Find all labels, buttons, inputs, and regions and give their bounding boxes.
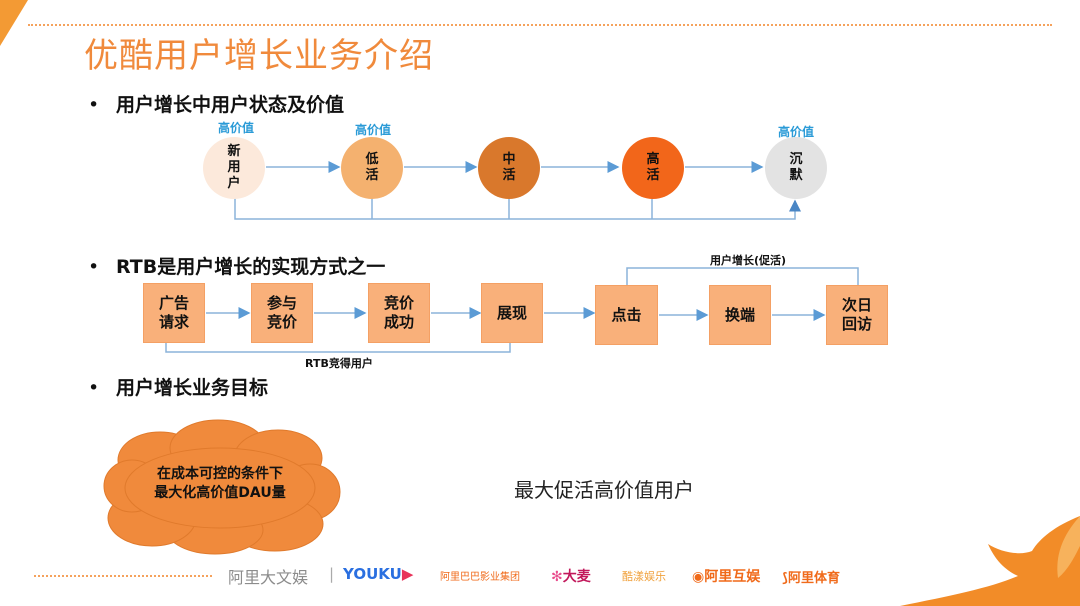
high-value-label-low: 高价值 <box>355 123 392 137</box>
ali-sports-logo-text: 阿里体育 <box>787 571 840 586</box>
step-next-day-return: 次日回访 <box>826 285 888 345</box>
damai-logo-text: 大麦 <box>562 569 591 585</box>
youku-logo: YOUKU▶ <box>343 565 413 583</box>
bullet-marker: • <box>88 377 100 399</box>
state-mid-active: 中活 <box>478 137 540 199</box>
arrow-all-to-silent <box>234 198 801 220</box>
bullet-goal-text: 用户增长业务目标 <box>116 377 269 399</box>
footer-divider <box>34 575 212 577</box>
youku-logo-text: YOUKU <box>343 565 402 583</box>
step-next-day-return-label: 次日回访 <box>841 296 872 333</box>
step-switch-device-label: 换端 <box>724 305 755 324</box>
corner-triangle-decoration <box>0 0 28 46</box>
step-ad-request: 广告请求 <box>143 283 205 343</box>
footer-brand: 阿里大文娱 <box>228 568 309 587</box>
bullet-rtb-text: RTB是用户增长的实现方式之一 <box>116 256 386 278</box>
ali-games-logo: ◉阿里互娱 <box>692 566 760 586</box>
ali-games-icon: ◉ <box>692 569 705 585</box>
growth-bracket-label: 用户增长(促活) <box>710 254 787 267</box>
state-low-active: 低活 <box>341 137 403 199</box>
step-bid-success-label: 竞价成功 <box>383 294 414 331</box>
goal-cloud-line2: 最大化高价值DAU量 <box>154 485 286 501</box>
bullet-user-state: • 用户增长中用户状态及价值 <box>88 90 344 117</box>
goal-cloud-text: 在成本可控的条件下 最大化高价值DAU量 <box>130 465 310 503</box>
step-bidding: 参与竞价 <box>251 283 313 343</box>
ali-games-logo-text: 阿里互娱 <box>704 569 761 585</box>
step-bid-success: 竞价成功 <box>368 283 430 343</box>
rtb-bracket <box>165 343 511 353</box>
alibaba-pictures-logo: 阿里巴巴影业集团 <box>440 572 520 583</box>
state-silent: 沉默 <box>765 137 827 199</box>
rtb-bracket-label: RTB竞得用户 <box>305 357 373 370</box>
title-divider <box>28 24 1052 26</box>
state-high-active: 高活 <box>622 137 684 199</box>
state-new-user-label: 新用户 <box>227 144 241 191</box>
fox-tail-decoration <box>900 516 1080 606</box>
high-value-label-silent: 高价值 <box>778 125 815 139</box>
ali-sports-logo: ⟆阿里体育 <box>782 567 840 586</box>
state-high-active-label: 高活 <box>646 152 660 183</box>
bullet-marker: • <box>88 256 100 278</box>
goal-cloud-line1: 在成本可控的条件下 <box>157 466 283 482</box>
state-low-active-label: 低活 <box>365 152 379 183</box>
bullet-rtb: • RTB是用户增长的实现方式之一 <box>88 252 385 279</box>
step-ad-request-label: 广告请求 <box>158 294 189 331</box>
high-value-label-new: 高价值 <box>218 121 255 135</box>
bullet-user-state-text: 用户增长中用户状态及价值 <box>116 94 345 116</box>
bullet-marker: • <box>88 94 100 116</box>
page-title: 优酷用户增长业务介绍 <box>84 36 434 76</box>
step-bidding-label: 参与竞价 <box>266 294 297 331</box>
damai-logo: ✻大麦 <box>551 566 591 586</box>
state-silent-label: 沉默 <box>789 152 803 183</box>
step-click-label: 点击 <box>611 305 642 324</box>
state-new-user: 新用户 <box>203 137 265 199</box>
step-impression: 展现 <box>481 283 543 343</box>
damai-flower-icon: ✻ <box>551 569 563 585</box>
step-click: 点击 <box>595 285 658 345</box>
bullet-goal: • 用户增长业务目标 <box>88 373 268 400</box>
goal-cloud <box>103 419 341 555</box>
step-impression-label: 展现 <box>496 303 527 322</box>
step-switch-device: 换端 <box>709 285 771 345</box>
youku-arrow-icon: ▶ <box>401 565 414 583</box>
footer-separator: | <box>329 565 335 583</box>
goal-description: 最大促活高价值用户 <box>514 478 694 502</box>
growth-bracket <box>626 267 859 285</box>
ali-ent-logo: 酷漾娱乐 <box>622 570 666 583</box>
state-mid-active-label: 中活 <box>502 152 516 183</box>
ali-sports-icon: ⟆ <box>782 571 788 586</box>
